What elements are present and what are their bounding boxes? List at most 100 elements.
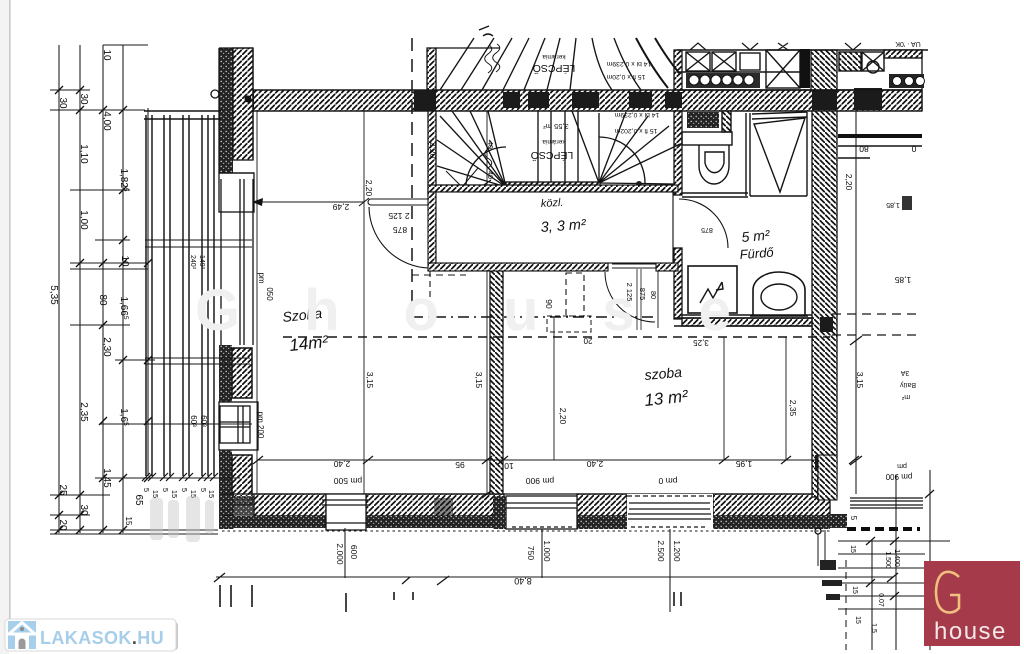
svg-text:875: 875 (638, 288, 647, 301)
svg-text:pm 900: pm 900 (526, 476, 555, 486)
svg-text:2,30: 2,30 (101, 337, 112, 357)
svg-text:3,15: 3,15 (474, 372, 484, 389)
svg-text:14 bl x 0,239m: 14 bl x 0,239m (606, 60, 651, 67)
svg-text:25: 25 (57, 484, 68, 496)
svg-text:house: house (934, 618, 1007, 645)
svg-text:szoba: szoba (644, 364, 683, 383)
svg-text:10: 10 (504, 461, 514, 471)
svg-text:875: 875 (701, 226, 713, 233)
svg-text:1,5: 1,5 (870, 623, 877, 633)
svg-text:80: 80 (649, 291, 658, 299)
svg-text:15: 15 (854, 616, 861, 624)
svg-text:60³: 60³ (189, 415, 198, 427)
svg-text:240³: 240³ (189, 255, 196, 270)
svg-text:2,35: 2,35 (78, 402, 89, 422)
svg-text:600: 600 (349, 545, 359, 559)
svg-text:15: 15 (851, 586, 858, 594)
svg-text:3,25: 3,25 (693, 338, 709, 347)
svg-text:750: 750 (526, 546, 536, 560)
svg-text:pm 500: pm 500 (334, 476, 363, 486)
svg-text:5,35: 5,35 (48, 285, 59, 305)
svg-text:2,20: 2,20 (364, 180, 374, 197)
svg-text:2 125: 2 125 (625, 283, 634, 302)
svg-text:13 m²: 13 m² (643, 386, 690, 410)
svg-text:UA · '0K: UA · '0K (895, 40, 921, 47)
svg-text:3,15: 3,15 (855, 372, 865, 389)
svg-text:2,20: 2,20 (428, 142, 438, 159)
svg-text:2,20: 2,20 (844, 174, 854, 191)
svg-text:1,00: 1,00 (78, 210, 89, 230)
svg-text:15: 15 (170, 490, 179, 498)
svg-text:1,665: 1,665 (118, 296, 129, 319)
svg-text:30: 30 (57, 97, 68, 109)
svg-text:3, 3 m²: 3, 3 m² (540, 217, 587, 236)
svg-text:Baüy: Baüy (900, 381, 916, 388)
svg-text:0: 0 (911, 144, 916, 154)
svg-text:2,40: 2,40 (586, 459, 603, 469)
svg-text:1,65: 1,65 (118, 408, 129, 426)
svg-text:LAKASOK.HU: LAKASOK.HU (40, 628, 164, 648)
svg-text:1,95: 1,95 (735, 459, 752, 469)
svg-text:80: 80 (859, 144, 869, 154)
svg-text:2,35: 2,35 (788, 400, 798, 417)
svg-text:95: 95 (455, 460, 465, 470)
svg-text:65: 65 (133, 494, 144, 506)
svg-text:20: 20 (583, 336, 592, 345)
svg-text:2.000: 2.000 (335, 543, 345, 565)
svg-text:5 m²: 5 m² (741, 226, 772, 244)
svg-text:1,85: 1,85 (886, 201, 900, 208)
svg-text:kerámia: kerámia (542, 53, 566, 60)
svg-text:20: 20 (57, 519, 68, 531)
svg-text:15 fl x 0,202m: 15 fl x 0,202m (614, 127, 657, 134)
svg-text:0.07: 0.07 (877, 593, 884, 607)
svg-text:40: 40 (486, 171, 493, 179)
svg-text:14 bl x 0,239m: 14 bl x 0,239m (614, 111, 659, 118)
svg-text:15: 15 (207, 490, 216, 498)
svg-text:közl.: közl. (541, 197, 564, 210)
svg-text:1,825: 1,825 (118, 168, 129, 191)
svg-text:3A: 3A (900, 369, 909, 376)
svg-text:5: 5 (142, 488, 151, 492)
svg-text:m²: m² (901, 393, 910, 400)
svg-text:10: 10 (119, 255, 130, 267)
svg-text:30: 30 (78, 93, 89, 105)
svg-text:2,20: 2,20 (558, 408, 568, 425)
svg-text:5: 5 (199, 488, 208, 492)
svg-text:15: 15 (189, 490, 198, 498)
svg-text:1,85: 1,85 (894, 275, 911, 285)
svg-text:Szoba: Szoba (282, 305, 323, 325)
svg-text:30: 30 (78, 504, 89, 516)
svg-text:1.500: 1.500 (884, 551, 891, 569)
svg-text:LÉPCSŐ: LÉPCSŐ (533, 62, 576, 76)
svg-text:pm 200: pm 200 (256, 412, 265, 439)
svg-text:80: 80 (97, 294, 108, 306)
svg-text:5: 5 (849, 516, 858, 521)
svg-text:050: 050 (265, 287, 274, 301)
svg-text:2.500: 2.500 (656, 540, 666, 562)
svg-text:15: 15 (151, 490, 160, 498)
svg-text:1.000: 1.000 (542, 540, 552, 562)
svg-text:4,00: 4,00 (101, 111, 112, 131)
svg-text:Fürdő: Fürdő (739, 245, 775, 262)
svg-text:8,40: 8,40 (514, 576, 532, 586)
svg-text:10: 10 (101, 49, 112, 61)
svg-text:2 125: 2 125 (388, 211, 410, 221)
svg-text:40: 40 (486, 141, 493, 149)
svg-text:1,45: 1,45 (101, 468, 112, 488)
svg-text:kerámia: kerámia (542, 138, 566, 145)
svg-text:15 fl x 0,20m: 15 fl x 0,20m (606, 73, 645, 80)
svg-text:3,15: 3,15 (365, 372, 375, 389)
svg-text:1.400: 1.400 (893, 549, 900, 567)
svg-text:15: 15 (849, 545, 856, 553)
svg-text:875: 875 (393, 225, 407, 235)
svg-text:14m²: 14m² (288, 332, 330, 355)
svg-text:5: 5 (161, 488, 170, 492)
svg-text:149³: 149³ (198, 255, 205, 270)
svg-text:LÉPCSŐ: LÉPCSŐ (531, 149, 574, 163)
svg-text:1,10: 1,10 (78, 144, 89, 164)
svg-text:1.200: 1.200 (672, 540, 682, 562)
svg-text:2,49: 2,49 (332, 202, 349, 212)
svg-text:pm 0: pm 0 (658, 476, 677, 486)
svg-text:pm: pm (897, 462, 907, 469)
svg-text:pm: pm (257, 272, 266, 283)
